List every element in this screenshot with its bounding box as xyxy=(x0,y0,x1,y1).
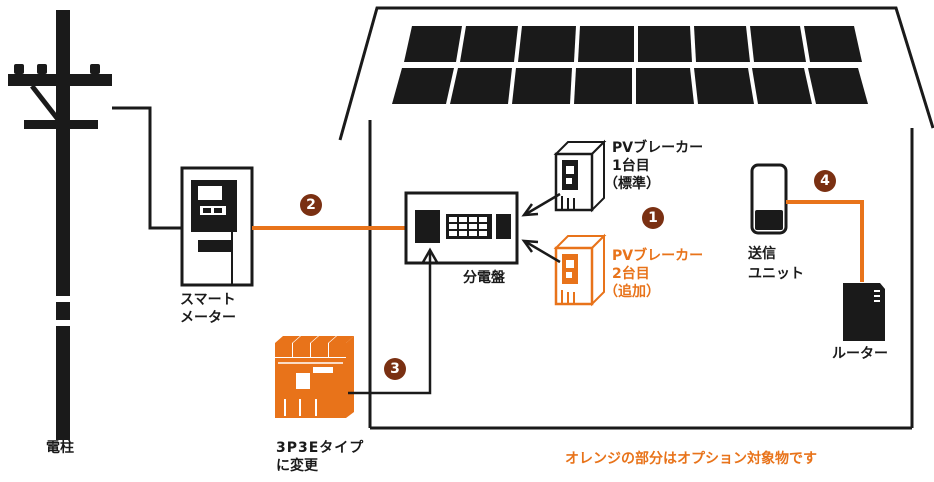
smart-meter xyxy=(180,166,254,287)
pv-breaker-2-label-2: 2台目 xyxy=(612,266,650,282)
transmitter-unit xyxy=(750,163,788,235)
solar-panel-array xyxy=(392,26,868,104)
breaker-arrows xyxy=(521,192,561,264)
distribution-board-label: 分電盤 xyxy=(463,270,505,286)
option-note: オレンジの部分はオプション対象物です xyxy=(565,451,817,467)
distribution-board xyxy=(404,191,519,265)
pv-breaker-2 xyxy=(553,233,607,307)
router-label: ルーター xyxy=(832,346,888,362)
pole-label: 電柱 xyxy=(46,440,74,456)
breaker-type-label-1: 3P3Eタイプ xyxy=(276,440,365,456)
transmitter-label-2: ユニット xyxy=(748,266,804,282)
pv-breaker-1-label-3: （標準） xyxy=(604,176,660,192)
pv-breaker-1-label-2: 1台目 xyxy=(612,158,650,174)
3p3e-breaker xyxy=(275,336,354,418)
badge-4: 4 xyxy=(814,170,836,192)
smart-meter-label-2: メーター xyxy=(180,310,236,326)
breaker-type-label-2: に変更 xyxy=(276,458,318,474)
badge-2: 2 xyxy=(300,194,322,216)
pv-breaker-1 xyxy=(553,139,607,213)
pv-breaker-1-label-1: PVブレーカー xyxy=(612,140,704,156)
router xyxy=(843,283,885,341)
smart-meter-label-1: スマート xyxy=(180,292,236,308)
pv-breaker-2-label-1: PVブレーカー xyxy=(612,248,704,264)
service-wire xyxy=(112,106,182,230)
breaker-to-board-wire xyxy=(348,247,440,395)
badge-3: 3 xyxy=(384,358,406,380)
utility-pole xyxy=(8,10,112,440)
pv-breaker-2-label-3: （追加） xyxy=(604,284,660,300)
house xyxy=(338,6,934,430)
transmitter-label-1: 送信 xyxy=(748,246,776,262)
transmitter-to-router-line xyxy=(786,200,864,282)
badge-1: 1 xyxy=(642,207,664,229)
